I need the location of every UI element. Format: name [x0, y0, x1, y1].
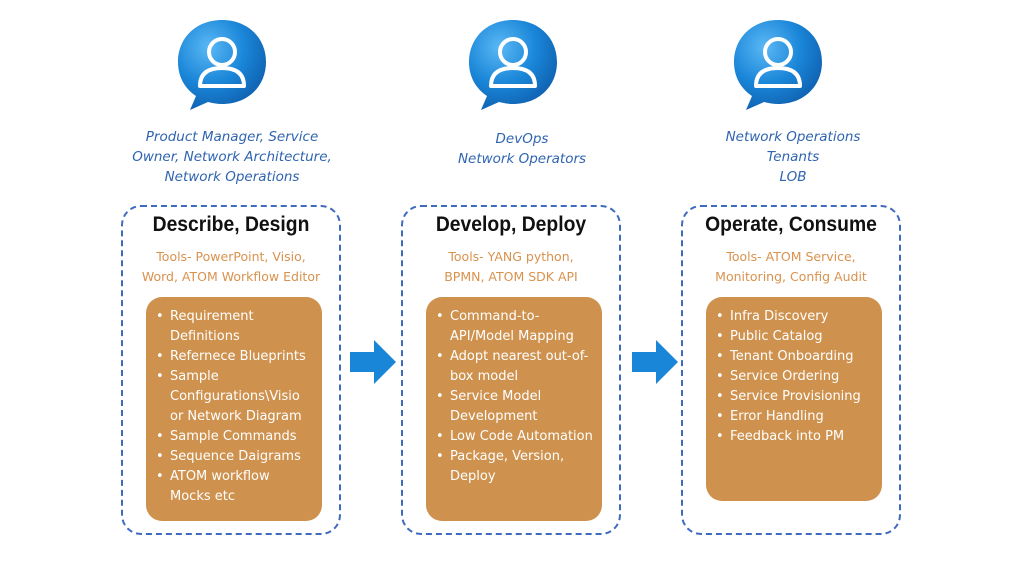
- list-item: ATOM workflow Mocks etc: [156, 467, 316, 507]
- list-item: Sample Configurations\Visio or Network D…: [156, 367, 316, 427]
- right-arrow-icon: [348, 337, 398, 387]
- activity-list: Requirement Definitions Refernece Bluepr…: [156, 307, 316, 507]
- list-item: Public Catalog: [716, 327, 876, 347]
- role-label: DevOps Network Operators: [457, 131, 587, 167]
- stage-panel-develop: Develop, Deploy Tools- YANG python, BPMN…: [401, 205, 621, 535]
- panel-tools: Tools- ATOM Service, Monitoring, Config …: [715, 249, 867, 284]
- panel-title: Describe, Design: [152, 213, 310, 236]
- list-item: Adopt nearest out-of- box model: [436, 347, 596, 387]
- stage-panel-operate: Operate, Consume Tools- ATOM Service, Mo…: [681, 205, 901, 535]
- panel-title: Operate, Consume: [705, 213, 877, 236]
- list-item: Infra Discovery: [716, 307, 876, 327]
- panel-tools: Tools- YANG python, BPMN, ATOM SDK API: [444, 249, 578, 284]
- list-item: Error Handling: [716, 407, 876, 427]
- list-item: Service Provisioning: [716, 387, 876, 407]
- person-chat-bubble-icon: [461, 16, 565, 112]
- activity-list: Command-to- API/Model Mapping Adopt near…: [436, 307, 596, 487]
- list-item: Low Code Automation: [436, 427, 596, 447]
- list-item: Sample Commands: [156, 427, 316, 447]
- list-item: Service Ordering: [716, 367, 876, 387]
- right-arrow-icon: [630, 337, 680, 387]
- stage-panel-design: Describe, Design Tools- PowerPoint, Visi…: [121, 205, 341, 535]
- activity-card: Infra Discovery Public Catalog Tenant On…: [706, 297, 882, 501]
- panel-tools: Tools- PowerPoint, Visio, Word, ATOM Wor…: [141, 249, 321, 284]
- role-label: Product Manager, Service Owner, Network …: [132, 129, 332, 185]
- activity-list: Infra Discovery Public Catalog Tenant On…: [716, 307, 876, 447]
- list-item: Command-to- API/Model Mapping: [436, 307, 596, 347]
- list-item: Tenant Onboarding: [716, 347, 876, 367]
- person-chat-bubble-icon: [170, 16, 274, 112]
- list-item: Refernece Blueprints: [156, 347, 316, 367]
- list-item: Requirement Definitions: [156, 307, 316, 347]
- list-item: Service Model Development: [436, 387, 596, 427]
- activity-card: Command-to- API/Model Mapping Adopt near…: [426, 297, 602, 521]
- person-chat-bubble-icon: [726, 16, 830, 112]
- activity-card: Requirement Definitions Refernece Bluepr…: [146, 297, 322, 521]
- panel-title: Develop, Deploy: [435, 213, 587, 236]
- list-item: Feedback into PM: [716, 427, 876, 447]
- list-item: Package, Version, Deploy: [436, 447, 596, 487]
- list-item: Sequence Daigrams: [156, 447, 316, 467]
- role-label: Network Operations Tenants LOB: [725, 129, 861, 185]
